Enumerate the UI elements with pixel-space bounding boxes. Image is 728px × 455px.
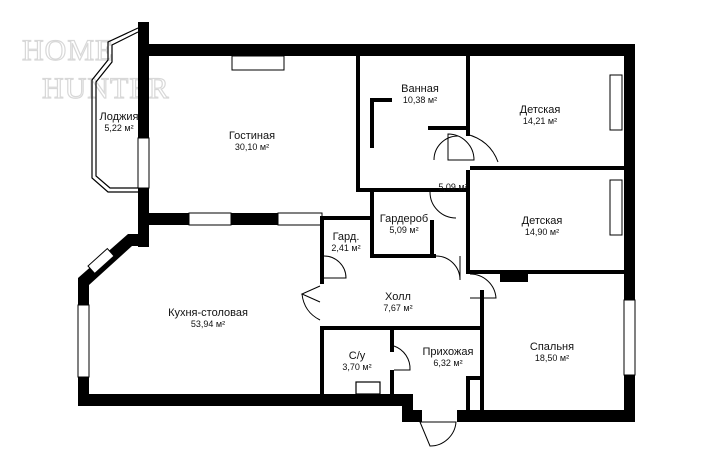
doors (231, 55, 499, 447)
room-name-living: Гостиная (229, 130, 275, 142)
door-kitchen (300, 285, 321, 303)
door-wc (393, 345, 411, 371)
room-area-kids1: 14,21 м² (523, 116, 557, 126)
living-window (137, 137, 150, 189)
room-name-gard: Гард. (333, 231, 360, 243)
windows (77, 74, 636, 378)
door-entrance (419, 421, 457, 447)
room-area-garderob: 5,09 м² (389, 225, 418, 235)
kids1-window (609, 74, 623, 131)
room-area-wc: 3,70 м² (342, 362, 371, 372)
room-area-entry: 6,32 м² (433, 358, 462, 368)
room-name-kitchen: Кухня-столовая (168, 307, 248, 319)
door-bedroom (469, 273, 497, 299)
room-name-kids2: Детская (522, 215, 563, 227)
kitchen-window-top-1 (188, 212, 232, 226)
room-area-corridor: 5,09 м² (438, 182, 467, 192)
room-area-bedroom: 18,50 м² (535, 353, 569, 363)
room-name-bedroom: Спальня (530, 341, 574, 353)
room-area-kids2: 14,90 м² (525, 227, 559, 237)
logo-line-2: HUNTER (42, 72, 170, 105)
room-area-bath: 10,38 м² (403, 95, 437, 105)
room-area-kitchen: 53,94 м² (191, 319, 225, 329)
kitchen-window-corner (87, 247, 115, 275)
interior-walls (138, 56, 624, 414)
room-name-loggia: Лоджия (100, 111, 139, 123)
door-corridor-right (447, 133, 475, 161)
kitchen-window-top-2 (277, 212, 323, 226)
room-area-hall: 7,67 м² (383, 303, 412, 313)
room-name-entry: Прихожая (423, 346, 474, 358)
room-name-kids1: Детская (520, 104, 561, 116)
door-gard (323, 255, 347, 279)
bedroom-window (623, 299, 636, 376)
room-name-hall: Холл (385, 291, 411, 303)
fireplace (231, 55, 285, 71)
door-hall (435, 255, 461, 281)
room-name-bath: Ванная (401, 83, 439, 95)
room-labels: Лоджия 5,22 м² Гостиная 30,10 м² Ванная … (100, 83, 575, 372)
room-area-loggia: 5,22 м² (104, 123, 133, 133)
door-garderob (429, 191, 457, 219)
kids2-window (609, 179, 623, 236)
logo-line-1: HOME (22, 34, 114, 67)
loggia-structure (91, 27, 139, 193)
room-area-living: 30,10 м² (235, 142, 269, 152)
room-name-garderob: Гардероб (380, 213, 428, 225)
room-area-gard: 2,41 м² (331, 243, 360, 253)
kitchen-window-left (77, 304, 90, 378)
room-name-wc: С/у (349, 350, 366, 362)
